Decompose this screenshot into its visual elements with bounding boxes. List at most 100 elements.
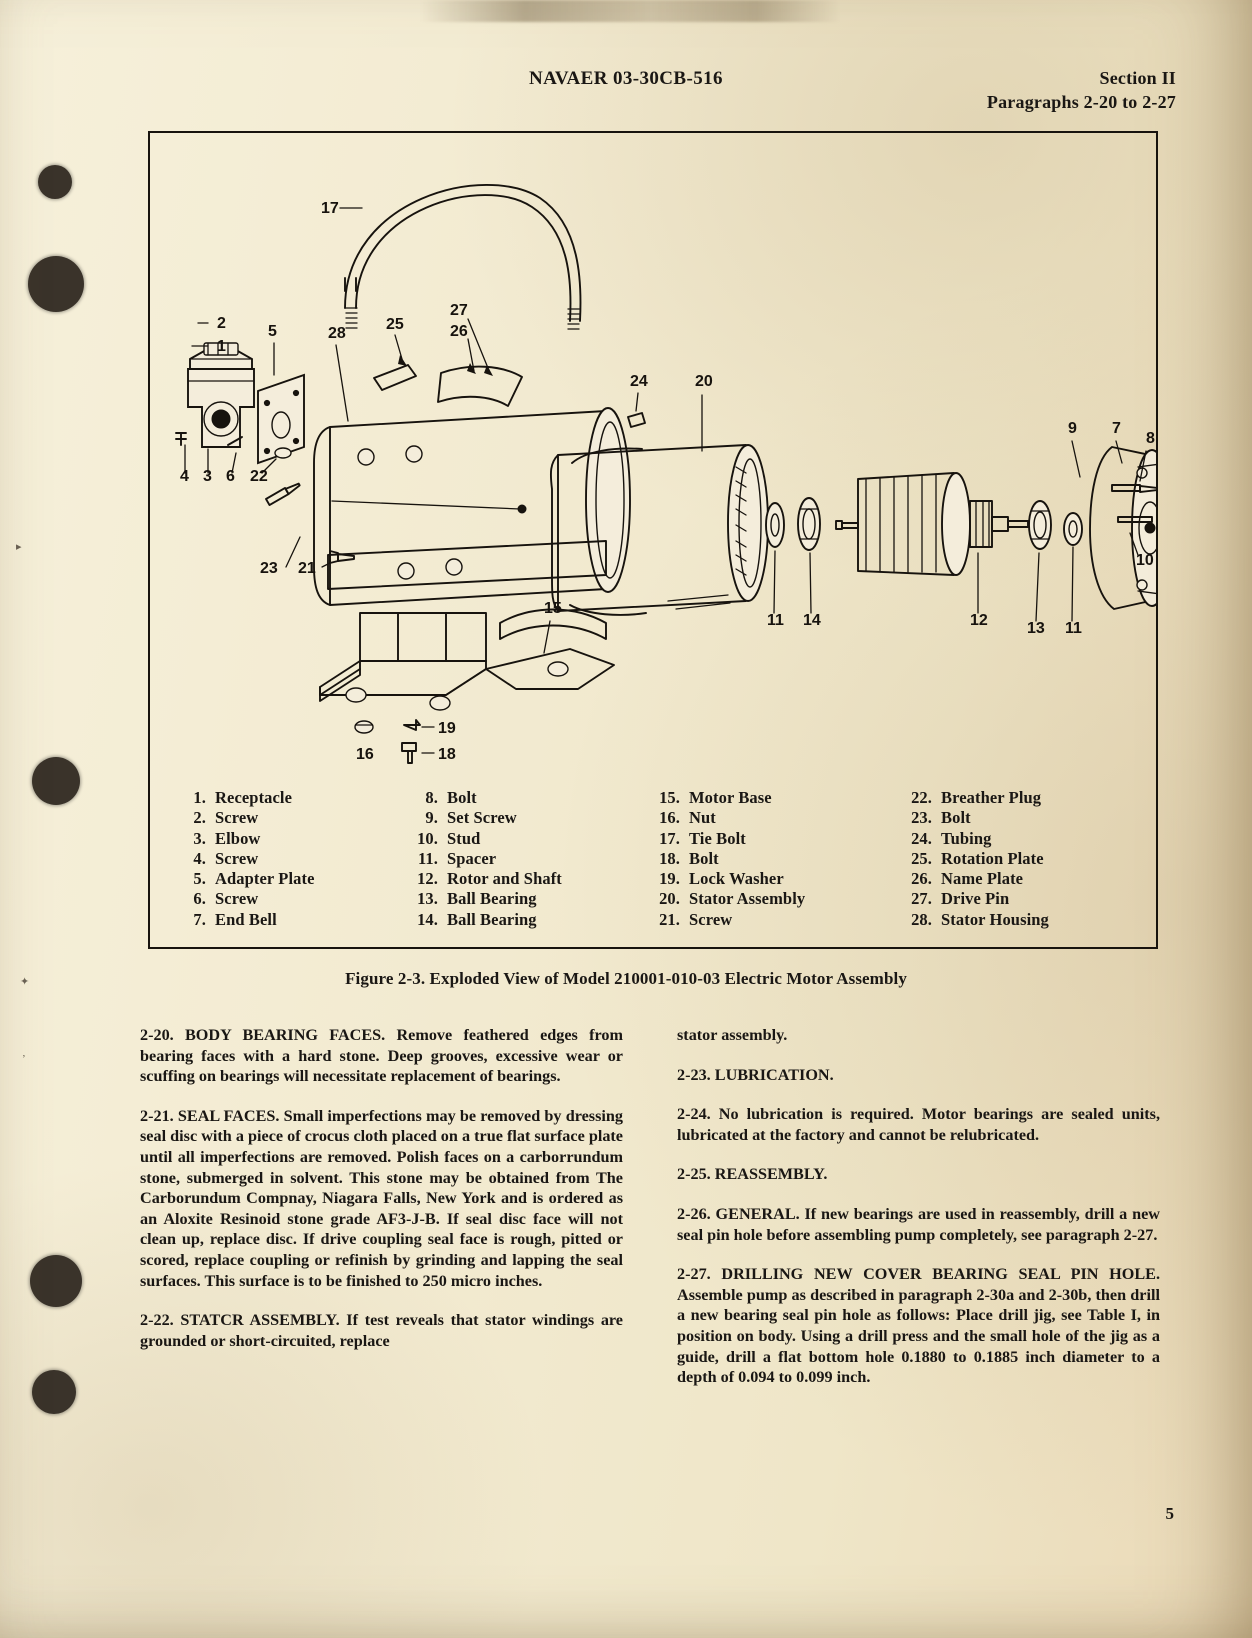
- part-item: 22. Breather Plug: [898, 788, 1138, 808]
- callout-25: 25: [386, 316, 404, 333]
- punch-hole: [30, 1255, 82, 1307]
- part-item: 16.Nut: [646, 808, 898, 828]
- part-name: Bolt: [941, 808, 971, 828]
- part-number: 25.: [911, 848, 932, 868]
- punch-hole: [38, 165, 72, 199]
- paragraph-2-25: 2-25. REASSEMBLY.: [677, 1165, 828, 1184]
- paragraph-2-26: 2-26. GENERAL. If new bearings are used …: [677, 1204, 1160, 1244]
- part-name: Ball Bearing: [447, 909, 537, 929]
- part-name: Ball Bearing: [447, 889, 537, 909]
- part-item: 20.Stator Assembly: [646, 889, 898, 909]
- part-item: 7. End Bell: [172, 910, 404, 930]
- part-item: 2.Screw: [172, 808, 404, 828]
- part-number: 19.: [659, 869, 680, 889]
- callout-16: 16: [356, 746, 374, 763]
- callout-11b: 11: [1065, 620, 1082, 637]
- part-name: End Bell: [215, 909, 277, 929]
- part-number: 28.: [911, 909, 932, 929]
- part-name: Set Screw: [447, 808, 517, 828]
- paragraph-2-22: 2-22. STATCR ASSEMBLY. If test reveals t…: [140, 1311, 623, 1350]
- part-name: Bolt: [447, 788, 477, 807]
- part-name: Tie Bolt: [689, 828, 746, 848]
- paragraph-range-label: Paragraphs 2-20 to 2-27: [986, 92, 1176, 112]
- part-number: 20.: [659, 889, 680, 909]
- part-number: 12.: [417, 869, 438, 889]
- part-item: 15. Motor Base: [646, 788, 898, 808]
- part-name: Screw: [215, 889, 259, 909]
- part-item: 27.Drive Pin: [898, 889, 1138, 909]
- part-item: 19. Lock Washer: [646, 869, 898, 889]
- part-item: 8.Bolt: [404, 788, 646, 808]
- part-item: 13. Ball Bearing: [404, 889, 646, 909]
- part-number: 3.: [193, 828, 206, 848]
- callout-19: 19: [438, 720, 456, 737]
- scan-speck: ▸: [16, 541, 22, 553]
- part-name: Adapter Plate: [215, 869, 315, 889]
- punch-hole: [28, 256, 84, 312]
- callout-1: 1: [217, 338, 226, 355]
- part-name: Motor Base: [689, 788, 772, 807]
- callout-21: 21: [298, 560, 316, 577]
- part-item: 6.Screw: [172, 889, 404, 909]
- callout-6: 6: [226, 468, 235, 485]
- part-item: 25.Rotation Plate: [898, 849, 1138, 869]
- callout-7: 7: [1112, 420, 1121, 437]
- part-name: Stator Housing: [941, 909, 1049, 929]
- callout-27: 27: [450, 302, 468, 319]
- part-item: 4.Screw: [172, 849, 404, 869]
- callout-2: 2: [217, 315, 226, 332]
- document-number: NAVAER 03-30CB-516: [529, 68, 723, 89]
- part-item: 12. Rotor and Shaft: [404, 869, 646, 889]
- part-item: 28. Stator Housing: [898, 910, 1138, 930]
- part-name: Lock Washer: [689, 869, 784, 889]
- part-number: 23.: [911, 808, 932, 828]
- part-name: Name Plate: [941, 869, 1024, 889]
- part-number: 26.: [911, 869, 932, 889]
- part-number: 16.: [659, 808, 680, 828]
- figure-frame: .ln{fill:none;stroke:#17130e;stroke-widt…: [148, 131, 1158, 949]
- section-label: Section II: [1099, 68, 1176, 88]
- part-number: 5.: [193, 869, 206, 889]
- callout-18: 18: [438, 746, 456, 763]
- part-number: 1.: [193, 788, 206, 807]
- exploded-view-diagram: .ln{fill:none;stroke:#17130e;stroke-widt…: [175, 184, 1156, 764]
- callout-20: 20: [695, 373, 713, 390]
- part-number: 9.: [425, 808, 438, 828]
- punch-hole: [32, 757, 80, 805]
- part-name: Rotor and Shaft: [447, 869, 562, 889]
- part-number: 10.: [417, 828, 438, 848]
- part-number: 22.: [911, 788, 932, 807]
- paragraph-2-24: 2-24. No lubrication is required. Motor …: [677, 1105, 1160, 1144]
- callout-8: 8: [1146, 430, 1155, 447]
- part-item: 10.Stud: [404, 829, 646, 849]
- callout-5: 5: [268, 323, 277, 340]
- part-name: Elbow: [215, 828, 261, 848]
- header-right-block: Section II Paragraphs 2-20 to 2-27: [987, 66, 1176, 114]
- part-number: 11.: [417, 848, 438, 868]
- callout-12: 12: [970, 612, 988, 629]
- part-item: 23. Bolt: [898, 808, 1138, 828]
- parts-column-3: 15.Motor Base 16.Nut 17.Tie Bolt 18.Bolt…: [646, 788, 898, 930]
- callout-11: 11: [767, 612, 784, 629]
- paragraph-2-23: 2-23. LUBRICATION.: [677, 1065, 834, 1084]
- part-item: 5. Adapter Plate: [172, 869, 404, 889]
- paragraph-2-21: 2-21. SEAL FACES. Small imperfections ma…: [140, 1106, 623, 1290]
- part-name: Screw: [689, 909, 733, 929]
- callout-24: 24: [630, 373, 648, 390]
- body-text: 2-20. BODY BEARING FACES. Remove feather…: [140, 1025, 1162, 1465]
- punch-hole: [32, 1370, 76, 1414]
- part-number: 13.: [417, 889, 438, 909]
- part-number: 15.: [659, 788, 680, 807]
- part-item: 3. Elbow: [172, 829, 404, 849]
- parts-list: 1.Receptacle 2.Screw 3.Elbow 4.Screw 5.A…: [172, 788, 1138, 930]
- part-name: Breather Plug: [941, 788, 1042, 807]
- part-number: 4.: [193, 848, 206, 868]
- part-name: Screw: [215, 808, 259, 828]
- paragraph-2-20: 2-20. BODY BEARING FACES. Remove feather…: [140, 1026, 623, 1086]
- part-number: 7.: [193, 909, 206, 929]
- parts-column-1: 1.Receptacle 2.Screw 3.Elbow 4.Screw 5.A…: [172, 788, 404, 930]
- callout-9: 9: [1068, 420, 1077, 437]
- callout-28: 28: [328, 325, 346, 342]
- part-item: 9. Set Screw: [404, 808, 646, 828]
- part-item: 18.Bolt: [646, 849, 898, 869]
